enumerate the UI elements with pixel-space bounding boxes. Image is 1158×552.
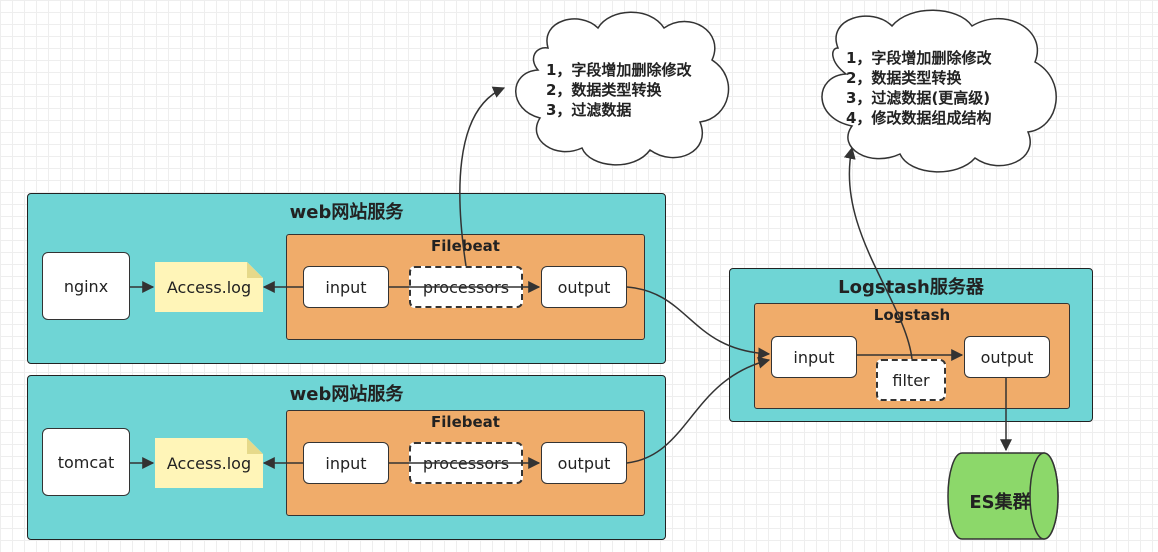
es-cluster-label: ES集群 bbox=[969, 492, 1031, 513]
web-service-title: web网站服务 bbox=[289, 202, 404, 223]
nginx-box[interactable]: nginx bbox=[42, 252, 130, 320]
access-log-note-1[interactable]: Access.log bbox=[155, 262, 263, 312]
filebeat-input-2[interactable]: input bbox=[303, 442, 389, 484]
cloud-filebeat-line: 3，过滤数据 bbox=[546, 101, 632, 119]
logstash-input[interactable]: input bbox=[771, 336, 857, 378]
cloud-logstash-line: 1，字段增加删除修改 bbox=[846, 49, 992, 67]
arrow-filter-to-cloud bbox=[843, 146, 913, 360]
access-log-label: Access.log bbox=[166, 277, 252, 297]
tomcat-box[interactable]: tomcat bbox=[42, 428, 130, 496]
cloud-logstash-line: 2，数据类型转换 bbox=[846, 69, 962, 87]
web-service-title: web网站服务 bbox=[289, 384, 404, 405]
cloud-logstash-shape bbox=[821, 9, 1057, 173]
cloud-filebeat-text: 1，字段增加删除修改 2，数据类型转换 3，过滤数据 bbox=[546, 60, 691, 120]
cloud-logstash-line: 4，修改数据组成结构 bbox=[846, 109, 992, 127]
logstash-title: Logstash bbox=[873, 306, 951, 324]
arrow-processors-to-cloud bbox=[459, 86, 506, 267]
filebeat-input-1[interactable]: input bbox=[303, 266, 389, 308]
filebeat-output-2[interactable]: output bbox=[541, 442, 627, 484]
es-cluster-cylinder[interactable] bbox=[944, 450, 1074, 544]
logstash-filter[interactable]: filter bbox=[876, 359, 946, 401]
cloud-logstash-text: 1，字段增加删除修改 2，数据类型转换 3，过滤数据(更高级) 4，修改数据组成… bbox=[846, 48, 991, 128]
access-log-label: Access.log bbox=[166, 453, 252, 473]
logstash-server-title: Logstash服务器 bbox=[838, 277, 984, 298]
cloud-filebeat-line: 2，数据类型转换 bbox=[546, 81, 662, 99]
filebeat-title: Filebeat bbox=[431, 413, 500, 431]
filebeat-output-1[interactable]: output bbox=[541, 266, 627, 308]
logstash-output[interactable]: output bbox=[964, 336, 1050, 378]
cloud-logstash-line: 3，过滤数据(更高级) bbox=[846, 89, 991, 107]
cloud-filebeat-shape bbox=[515, 11, 730, 166]
filebeat-title: Filebeat bbox=[431, 237, 500, 255]
cloud-filebeat-line: 1，字段增加删除修改 bbox=[546, 61, 692, 79]
arrow-filebeat1-to-logstash bbox=[626, 286, 771, 360]
arrow-filebeat2-to-logstash bbox=[626, 356, 771, 464]
